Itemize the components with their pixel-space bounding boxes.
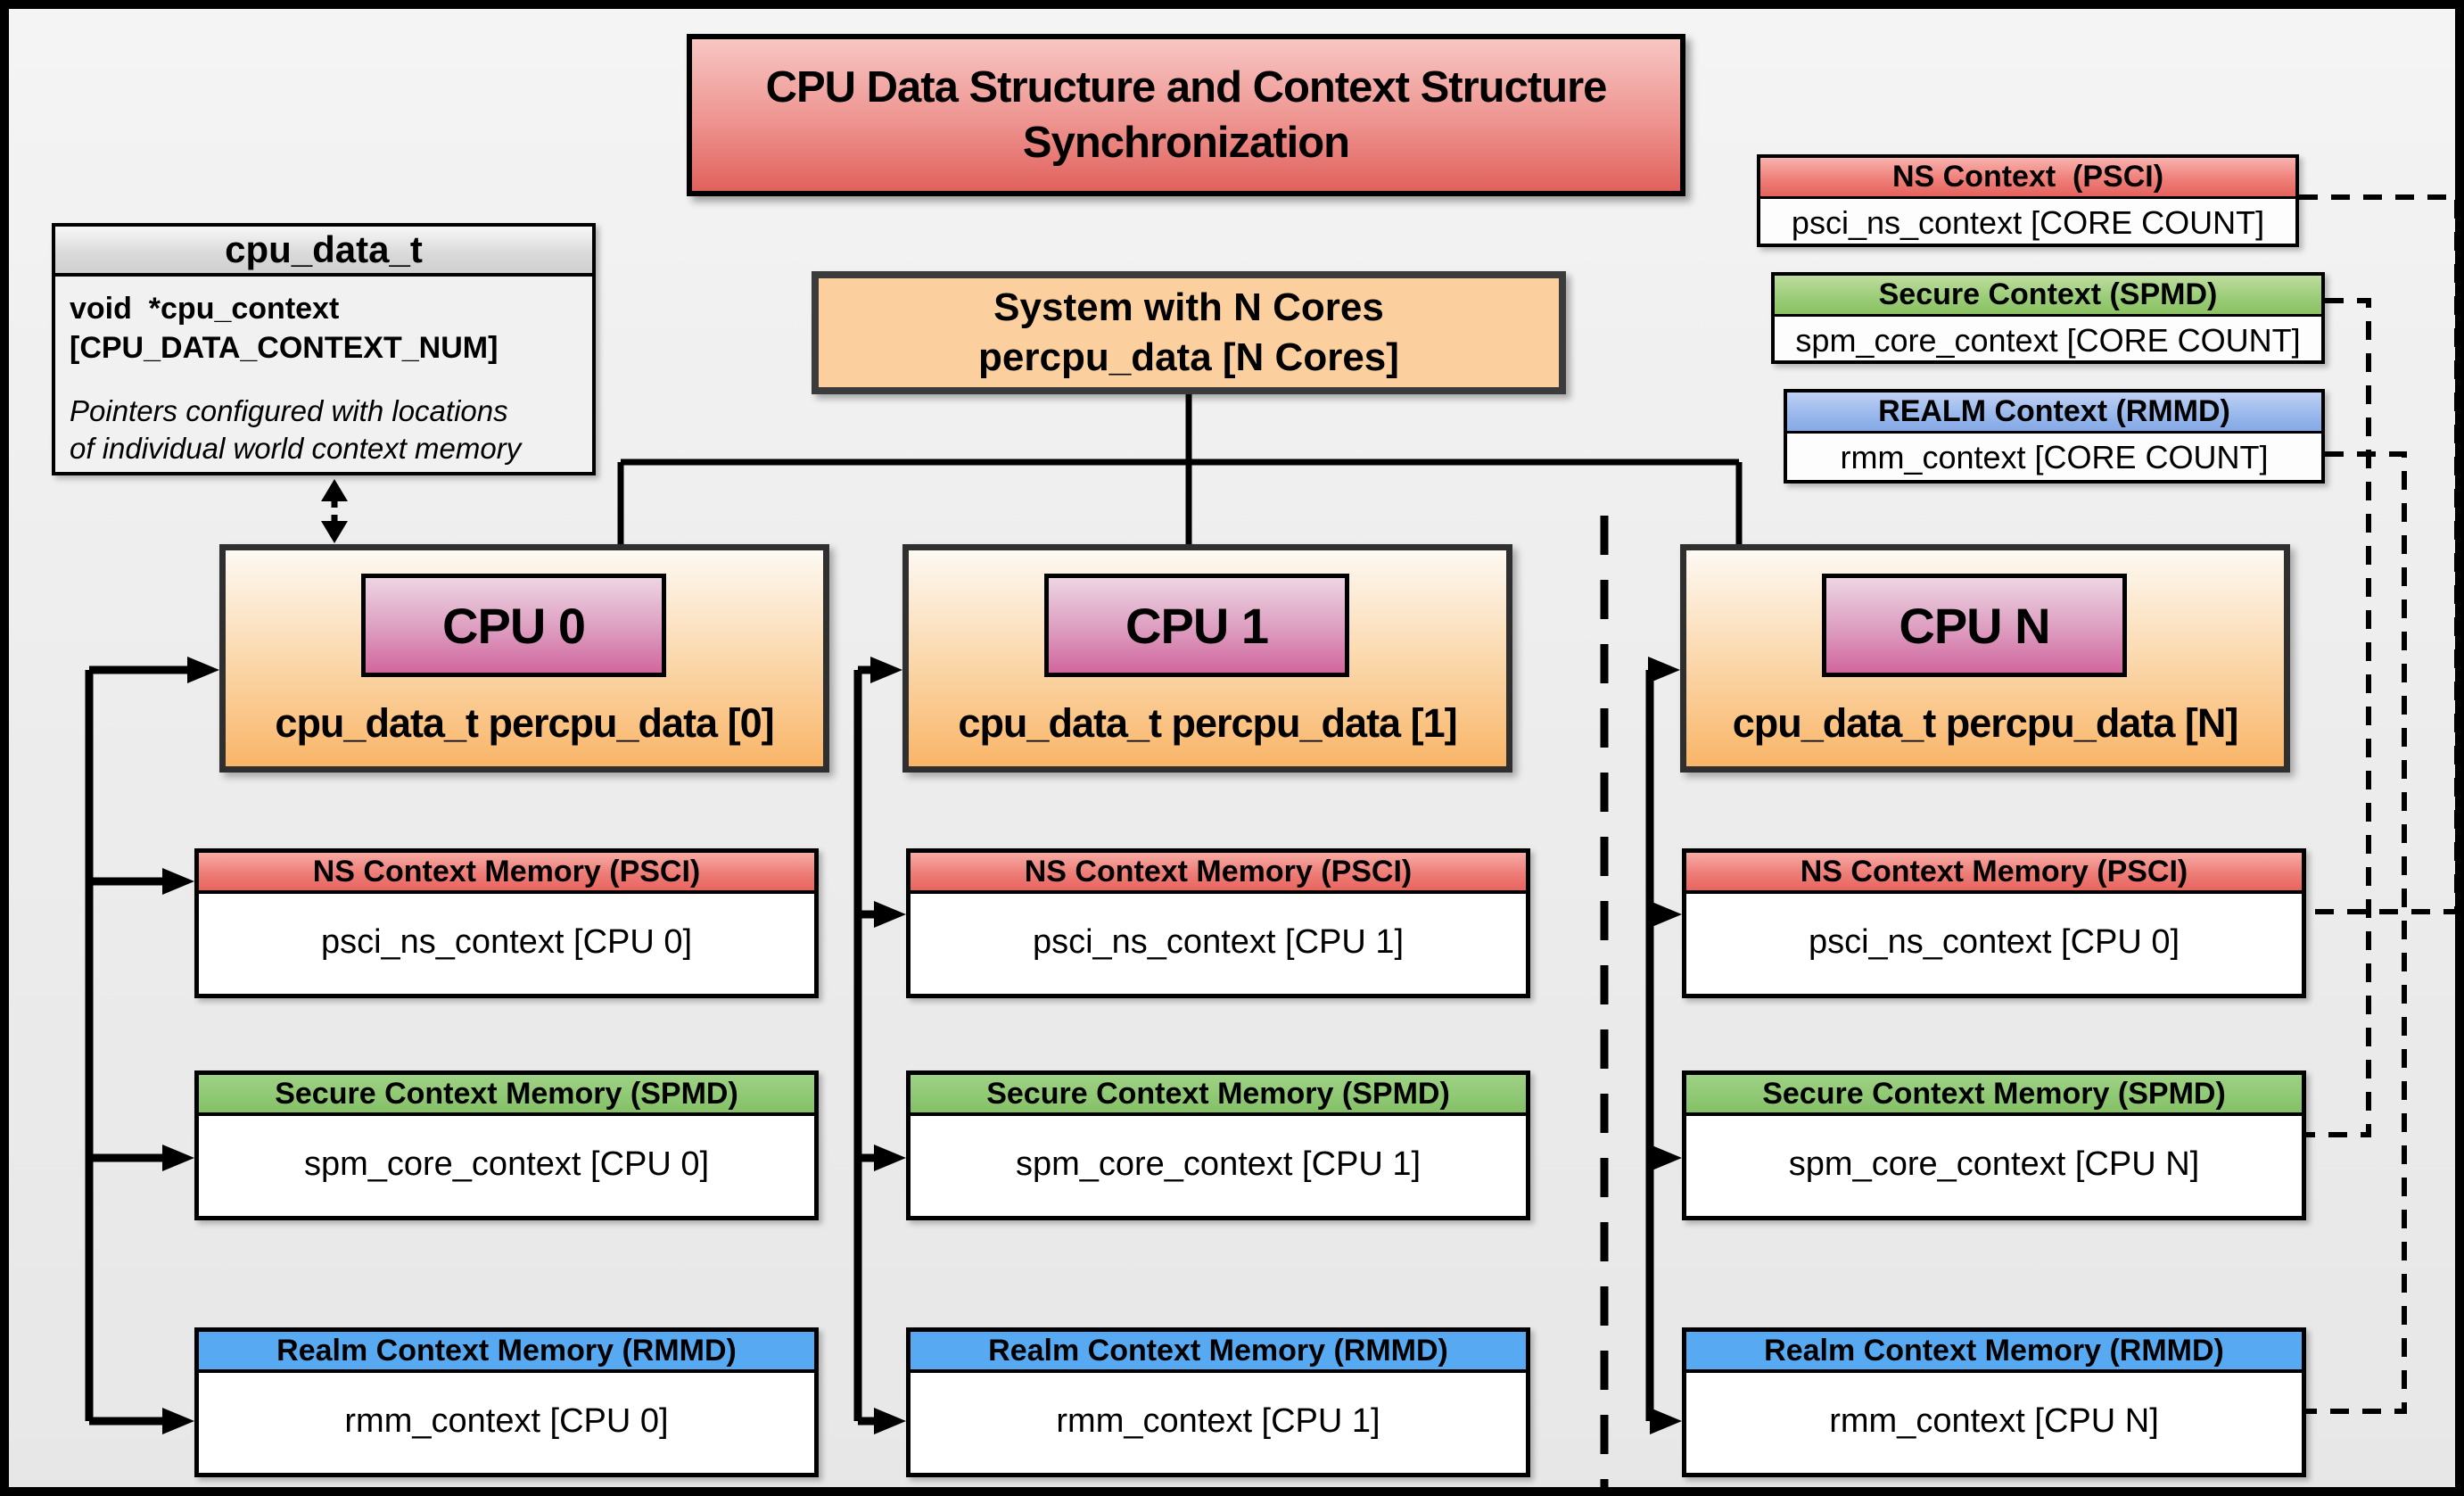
cpu1-ns-context-body: psci_ns_context [CPU 1] — [911, 894, 1526, 990]
struct-sync-dashed-arrow — [321, 479, 348, 543]
legend-ns-dashed-link — [2299, 194, 2455, 914]
cpu1-realm-context-box: Realm Context Memory (RMMD) rmm_context … — [906, 1327, 1530, 1477]
pointer-bus-cpu1 — [853, 657, 906, 1434]
cpu0-box: CPU 0 cpu_data_t percpu_data [0] — [219, 544, 829, 773]
cpu1-secure-context-title: Secure Context Memory (SPMD) — [911, 1075, 1526, 1116]
legend-secure-dashed-link — [2306, 298, 2371, 1137]
cpu0-secure-context-title: Secure Context Memory (SPMD) — [199, 1075, 814, 1116]
cpun-chip-label: CPU N — [1822, 574, 2127, 677]
connector-layer — [85, 194, 2455, 1487]
cpun-realm-context-body: rmm_context [CPU N] — [1686, 1373, 2302, 1469]
cpun-secure-context-body: spm_core_context [CPU N] — [1686, 1116, 2302, 1212]
legend-realm-title: REALM Context (RMMD) — [1787, 393, 2321, 434]
diagram-title-line2: Synchronization — [1022, 119, 1350, 167]
cpu0-percpu-data-label: cpu_data_t percpu_data [0] — [275, 700, 774, 746]
legend-secure-box: Secure Context (SPMD) spm_core_context [… — [1771, 272, 2325, 364]
cpu-data-struct-box: cpu_data_t void *cpu_context [CPU_DATA_C… — [52, 223, 596, 475]
cpu1-secure-context-box: Secure Context Memory (SPMD) spm_core_co… — [906, 1070, 1530, 1220]
legend-ns-box: NS Context (PSCI) psci_ns_context [CORE … — [1757, 154, 2299, 247]
legend-secure-title: Secure Context (SPMD) — [1775, 276, 2321, 317]
cpun-ns-context-box: NS Context Memory (PSCI) psci_ns_context… — [1682, 848, 2306, 998]
cpun-realm-context-title: Realm Context Memory (RMMD) — [1686, 1332, 2302, 1373]
cpu1-secure-context-body: spm_core_context [CPU 1] — [911, 1116, 1526, 1212]
cpu1-percpu-data-label: cpu_data_t percpu_data [1] — [958, 700, 1457, 746]
system-box: System with N Cores percpu_data [N Cores… — [812, 271, 1566, 394]
cpu0-ns-context-box: NS Context Memory (PSCI) psci_ns_context… — [194, 848, 819, 998]
struct-note-line2: of individual world context memory — [70, 432, 522, 465]
cpu0-secure-context-box: Secure Context Memory (SPMD) spm_core_co… — [194, 1070, 819, 1220]
system-box-line2: percpu_data [N Cores] — [978, 335, 1399, 379]
cpu0-secure-context-body: spm_core_context [CPU 0] — [199, 1116, 814, 1212]
legend-realm-box: REALM Context (RMMD) rmm_context [CORE C… — [1784, 389, 2325, 484]
system-box-line1: System with N Cores — [993, 285, 1384, 329]
cpun-percpu-data-label: cpu_data_t percpu_data [N] — [1732, 700, 2239, 746]
cpun-ns-context-body: psci_ns_context [CPU 0] — [1686, 894, 2302, 990]
struct-field-line2: [CPU_DATA_CONTEXT_NUM] — [70, 331, 499, 365]
legend-secure-body: spm_core_context [CORE COUNT] — [1795, 322, 2301, 359]
cpu-data-struct-header: cpu_data_t — [55, 227, 592, 277]
legend-realm-body: rmm_context [CORE COUNT] — [1840, 439, 2269, 475]
cpun-ns-context-title: NS Context Memory (PSCI) — [1686, 853, 2302, 894]
diagram-title-line1: CPU Data Structure and Context Structure — [765, 63, 1608, 112]
system-tree-connector — [617, 394, 1743, 544]
cpu0-ns-context-body: psci_ns_context [CPU 0] — [199, 894, 814, 990]
legend-ns-title: NS Context (PSCI) — [1760, 158, 2295, 199]
cpun-realm-context-box: Realm Context Memory (RMMD) rmm_context … — [1682, 1327, 2306, 1477]
cpu1-realm-context-title: Realm Context Memory (RMMD) — [911, 1332, 1526, 1373]
cpu1-box: CPU 1 cpu_data_t percpu_data [1] — [902, 544, 1512, 773]
cpu1-ns-context-title: NS Context Memory (PSCI) — [911, 853, 1526, 894]
cpu0-realm-context-body: rmm_context [CPU 0] — [199, 1373, 814, 1469]
pointer-bus-cpu0 — [85, 657, 219, 1434]
cpun-secure-context-title: Secure Context Memory (SPMD) — [1686, 1075, 2302, 1116]
cpu0-chip-label: CPU 0 — [361, 574, 666, 677]
cpu1-ns-context-box: NS Context Memory (PSCI) psci_ns_context… — [906, 848, 1530, 998]
legend-ns-body: psci_ns_context [CORE COUNT] — [1791, 204, 2265, 241]
cpu1-realm-context-body: rmm_context [CPU 1] — [911, 1373, 1526, 1469]
cpu0-realm-context-title: Realm Context Memory (RMMD) — [199, 1332, 814, 1373]
cpu0-realm-context-box: Realm Context Memory (RMMD) rmm_context … — [194, 1327, 819, 1477]
diagram-title: CPU Data Structure and Context Structure… — [687, 34, 1685, 196]
cpu0-ns-context-title: NS Context Memory (PSCI) — [199, 853, 814, 894]
struct-note-line1: Pointers configured with locations — [70, 394, 508, 427]
cpu-data-struct-body: void *cpu_context [CPU_DATA_CONTEXT_NUM]… — [55, 277, 592, 467]
struct-field-line1: void *cpu_context — [70, 292, 340, 326]
legend-realm-dashed-link — [2306, 451, 2407, 1414]
cpu1-chip-label: CPU 1 — [1044, 574, 1349, 677]
pointer-bus-cpun — [1645, 657, 1682, 1434]
cpun-secure-context-box: Secure Context Memory (SPMD) spm_core_co… — [1682, 1070, 2306, 1220]
cpun-box: CPU N cpu_data_t percpu_data [N] — [1680, 544, 2290, 773]
